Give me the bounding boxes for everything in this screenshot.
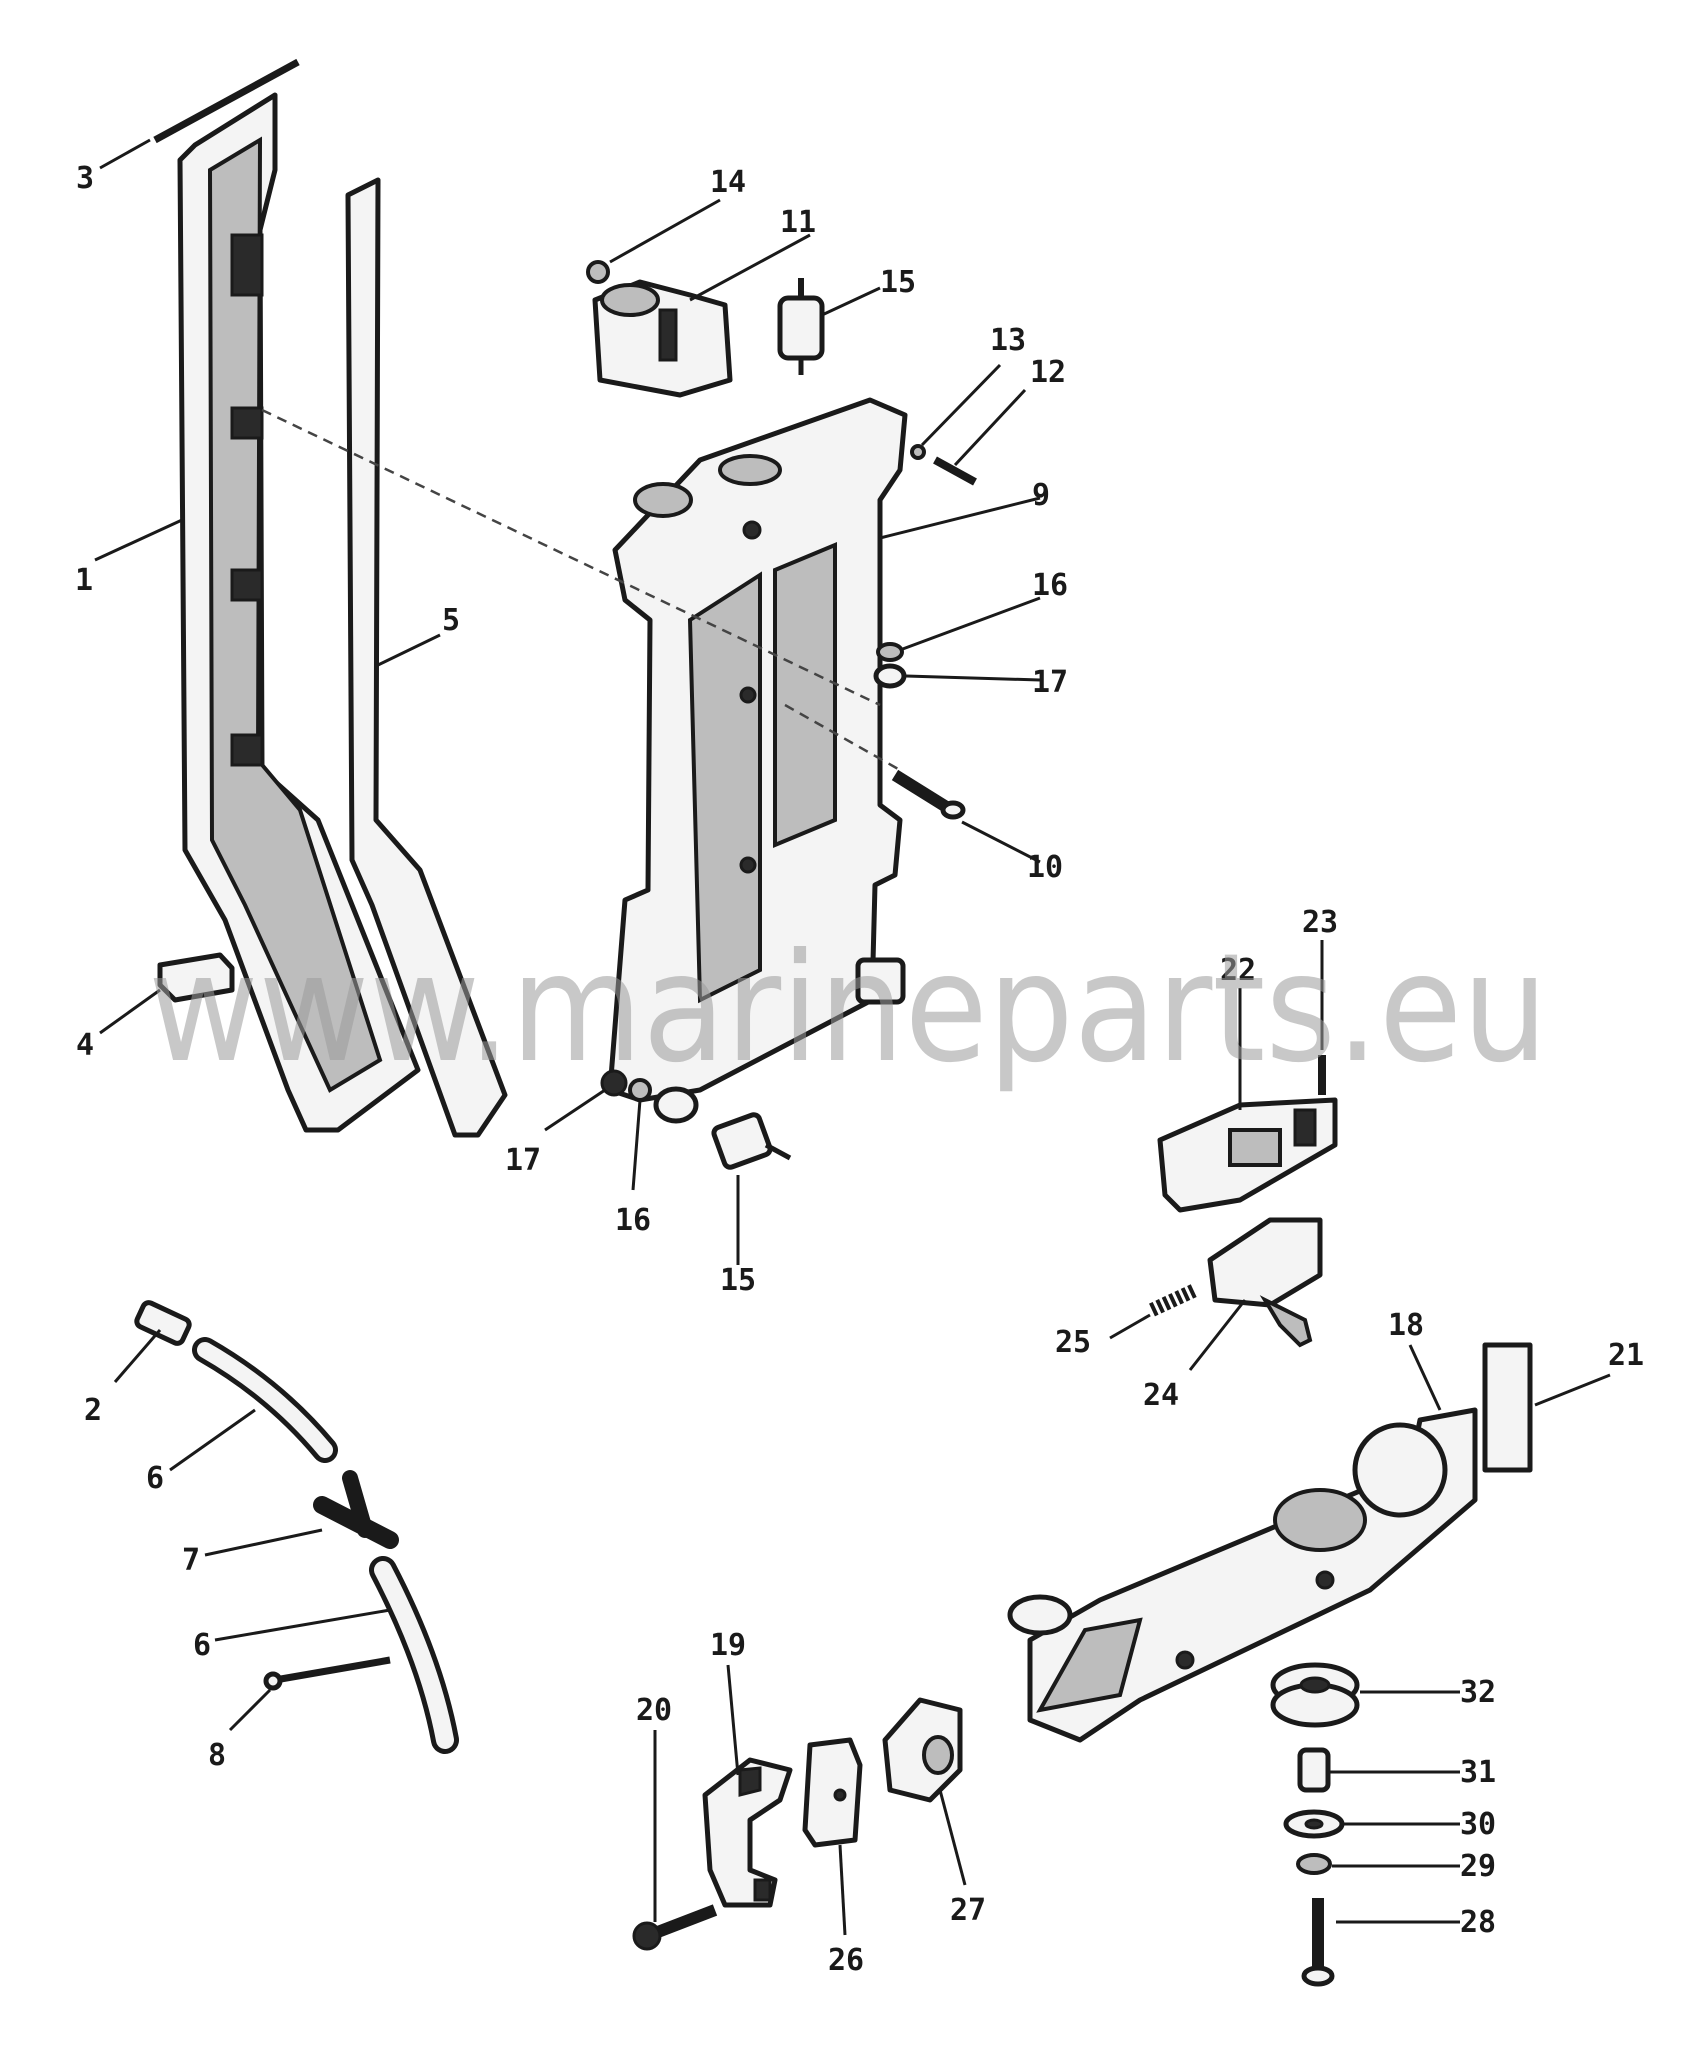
callout-7: 7 bbox=[182, 1543, 200, 1578]
callout-3: 3 bbox=[76, 161, 94, 196]
part-28-bolt bbox=[1301, 1898, 1335, 1987]
part-6-hose-top bbox=[192, 1337, 338, 1463]
part-8-rod bbox=[263, 1656, 391, 1691]
callout-25: 25 bbox=[1055, 1325, 1091, 1360]
part-4-block bbox=[157, 952, 235, 1003]
part-17-bushing-left bbox=[600, 1069, 628, 1097]
callout-24: 24 bbox=[1143, 1378, 1179, 1413]
callout-13: 13 bbox=[990, 323, 1026, 358]
part-14-nut bbox=[586, 260, 610, 284]
part-22-housing bbox=[1157, 1097, 1338, 1213]
callout-18: 18 bbox=[1388, 1308, 1424, 1343]
callout-20: 20 bbox=[636, 1693, 672, 1728]
callout-12: 12 bbox=[1030, 355, 1066, 390]
watermark: www.marineparts.eu bbox=[148, 922, 1548, 1096]
callout-9: 9 bbox=[1032, 478, 1050, 513]
part-25-spring bbox=[1149, 1283, 1198, 1317]
part-3-pin bbox=[153, 58, 300, 144]
part-1-swivel-bracket bbox=[177, 92, 421, 1133]
callout-1: 1 bbox=[75, 563, 93, 598]
callout-29: 29 bbox=[1460, 1849, 1496, 1884]
part-29-nut bbox=[1296, 1853, 1332, 1875]
callout-17-right: 17 bbox=[1032, 665, 1068, 700]
callout-labels: 3 1 4 5 2 6 7 6 8 9 10 11 12 13 14 15 15… bbox=[75, 161, 1644, 1978]
callout-16-right: 16 bbox=[1032, 568, 1068, 603]
part-21-pad bbox=[1482, 1342, 1533, 1473]
part-13-washer bbox=[910, 444, 926, 460]
part-5-strip bbox=[345, 177, 508, 1138]
callout-19: 19 bbox=[710, 1628, 746, 1663]
callout-30: 30 bbox=[1460, 1807, 1496, 1842]
leader-lines bbox=[94, 138, 1611, 1936]
callout-4: 4 bbox=[76, 1028, 94, 1063]
callout-26: 26 bbox=[828, 1943, 864, 1978]
callout-15-top: 15 bbox=[880, 265, 916, 300]
callout-14: 14 bbox=[710, 165, 746, 200]
part-17-bushing-right bbox=[873, 663, 907, 689]
alignment-lines bbox=[261, 408, 901, 772]
part-19-handle bbox=[702, 1757, 793, 1908]
part-10-bolt bbox=[891, 769, 966, 820]
part-15-plug-top bbox=[777, 278, 825, 375]
part-18-arm bbox=[1007, 1407, 1478, 1743]
callout-6-top: 6 bbox=[146, 1461, 164, 1496]
callout-28: 28 bbox=[1460, 1905, 1496, 1940]
part-16-washer-right bbox=[876, 642, 904, 662]
part-12-pin bbox=[933, 456, 977, 486]
callout-16-left: 16 bbox=[615, 1203, 651, 1238]
part-26-plate bbox=[802, 1737, 863, 1848]
callout-11: 11 bbox=[780, 205, 816, 240]
part-7-tee-fitting bbox=[313, 1470, 399, 1549]
callout-21: 21 bbox=[1608, 1338, 1644, 1373]
callout-17-left: 17 bbox=[505, 1143, 541, 1178]
part-30-washer bbox=[1283, 1809, 1345, 1839]
part-6-hose-bottom bbox=[369, 1556, 459, 1754]
callout-15-bottom: 15 bbox=[720, 1263, 756, 1298]
part-32-wheel bbox=[1270, 1662, 1360, 1728]
callout-31: 31 bbox=[1460, 1755, 1496, 1790]
callout-5: 5 bbox=[442, 603, 460, 638]
callout-6-bottom: 6 bbox=[193, 1628, 211, 1663]
part-11-block bbox=[592, 279, 733, 398]
part-24-lever bbox=[1207, 1217, 1323, 1348]
part-9-clamp-bracket bbox=[607, 397, 908, 1103]
part-2-fitting bbox=[134, 1300, 192, 1346]
callout-22: 22 bbox=[1220, 953, 1256, 988]
part-20-bolt bbox=[632, 1904, 718, 1951]
callout-27: 27 bbox=[950, 1893, 986, 1928]
part-31-bushing bbox=[1297, 1747, 1331, 1793]
callout-32: 32 bbox=[1460, 1675, 1496, 1710]
callout-10: 10 bbox=[1027, 850, 1063, 885]
callout-2: 2 bbox=[84, 1393, 102, 1428]
part-15-plug-bottom bbox=[653, 1086, 792, 1170]
callout-23: 23 bbox=[1302, 905, 1338, 940]
callout-8: 8 bbox=[208, 1738, 226, 1773]
part-27-block bbox=[882, 1697, 963, 1803]
